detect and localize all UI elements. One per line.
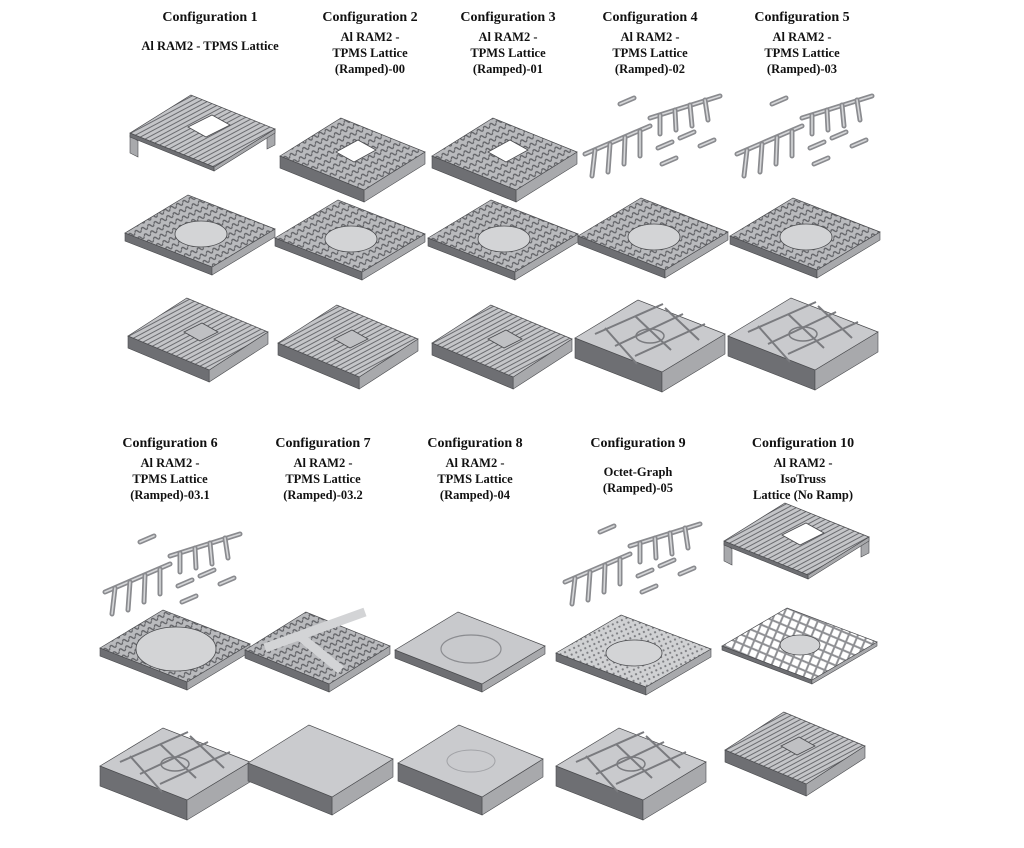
branch-struts-illustration <box>582 93 723 179</box>
isotruss-lattice-illustration <box>721 607 878 685</box>
lattice-disc-illustration <box>577 197 729 279</box>
config-2-heading: Configuration 2 Al RAM2 - TPMS Lattice (… <box>300 10 440 77</box>
config-3-assembly-lattice-window <box>431 304 592 401</box>
lattice-disc-illustration <box>124 194 276 276</box>
config-3-heading: Configuration 3 Al RAM2 - TPMS Lattice (… <box>438 10 578 77</box>
solid-block-illustration <box>247 724 394 816</box>
lattice-disc-illustration <box>427 199 579 281</box>
assembly-ribbed-illustration <box>99 727 251 821</box>
config-7-heading: Configuration 7 Al RAM2 - TPMS Lattice (… <box>253 436 393 503</box>
lattice-perforated-illustration <box>431 117 578 203</box>
config-9-branch-struts <box>560 518 720 614</box>
config-9-assembly-ribbed <box>555 727 716 824</box>
config-5-lattice-disc <box>729 197 890 294</box>
config-subtitle: Al RAM2 - TPMS Lattice (Ramped)-03 <box>764 30 840 76</box>
assembly-lattice-window-illustration <box>431 304 573 390</box>
assembly-ribbed-illustration <box>555 727 707 821</box>
config-8-solid-block-disc <box>397 724 558 821</box>
config-9-octet-plate-disc <box>555 614 716 711</box>
config-10-heading: Configuration 10 Al RAM2 - IsoTruss Latt… <box>733 436 873 503</box>
config-2-lattice-perforated <box>279 117 440 214</box>
assembly-lattice-window-illustration <box>277 304 419 390</box>
config-title: Configuration 2 <box>322 10 418 25</box>
config-title: Configuration 6 <box>122 436 218 451</box>
config-4-branch-struts <box>580 90 740 186</box>
config-5-heading: Configuration 5 Al RAM2 - TPMS Lattice (… <box>732 10 872 77</box>
assembly-ribbed-illustration <box>727 297 879 391</box>
config-subtitle: Al RAM2 - TPMS Lattice (Ramped)-03.1 <box>130 456 210 502</box>
lattice-perforated-illustration <box>279 117 426 203</box>
config-10-assembly-lattice-window <box>724 711 885 808</box>
config-4-lattice-disc <box>577 197 738 294</box>
config-6-assembly-ribbed <box>99 727 260 824</box>
config-title: Configuration 3 <box>460 10 556 25</box>
config-subtitle: Octet-Graph (Ramped)-05 <box>602 465 674 495</box>
lattice-cross-illustration <box>244 607 391 693</box>
lattice-disc-illustration <box>729 197 881 279</box>
config-8-solid-plate-disc <box>394 611 555 708</box>
branch-struts-illustration <box>102 531 243 617</box>
config-4-heading: Configuration 4 Al RAM2 - TPMS Lattice (… <box>580 10 720 77</box>
config-subtitle: Al RAM2 - TPMS Lattice (Ramped)-02 <box>612 30 688 76</box>
config-title: Configuration 1 <box>162 10 258 25</box>
config-7-solid-block <box>247 724 408 821</box>
config-title: Configuration 7 <box>275 436 371 451</box>
config-6-lattice-disc-large <box>99 609 260 706</box>
config-title: Configuration 9 <box>590 436 686 451</box>
assembly-lattice-window-illustration <box>724 711 866 797</box>
config-1-assembly-lattice-window <box>127 297 288 394</box>
config-5-assembly-ribbed <box>727 297 888 394</box>
branch-struts-illustration <box>562 521 703 607</box>
config-3-lattice-disc <box>427 199 588 296</box>
config-9-heading: Configuration 9 Octet-Graph (Ramped)-05 <box>568 436 708 496</box>
config-1-lattice-disc <box>124 194 285 291</box>
skin-perforated-illustration <box>129 94 276 172</box>
config-2-assembly-lattice-window <box>277 304 438 401</box>
octet-plate-disc-illustration <box>555 614 712 696</box>
config-10-isotruss-lattice <box>721 607 882 704</box>
assembly-lattice-window-illustration <box>127 297 269 383</box>
config-8-heading: Configuration 8 Al RAM2 - TPMS Lattice (… <box>405 436 545 503</box>
config-subtitle: Al RAM2 - IsoTruss Lattice (No Ramp) <box>753 456 853 502</box>
config-2-lattice-disc <box>274 199 435 296</box>
lattice-disc-large-illustration <box>99 609 251 691</box>
config-7-lattice-cross <box>244 607 405 708</box>
config-10-skin-perforated <box>723 502 884 599</box>
config-subtitle: Al RAM2 - TPMS Lattice (Ramped)-01 <box>470 30 546 76</box>
lattice-disc-illustration <box>274 199 426 281</box>
config-6-heading: Configuration 6 Al RAM2 - TPMS Lattice (… <box>100 436 240 503</box>
config-subtitle: Al RAM2 - TPMS Lattice (Ramped)-04 <box>437 456 513 502</box>
solid-block-disc-illustration <box>397 724 544 816</box>
config-subtitle: Al RAM2 - TPMS Lattice <box>141 39 279 53</box>
config-subtitle: Al RAM2 - TPMS Lattice (Ramped)-03.2 <box>283 456 363 502</box>
config-title: Configuration 10 <box>751 436 855 451</box>
solid-plate-disc-illustration <box>394 611 546 693</box>
assembly-ribbed-illustration <box>574 299 726 393</box>
config-6-branch-struts <box>100 528 260 624</box>
config-subtitle: Al RAM2 - TPMS Lattice (Ramped)-00 <box>332 30 408 76</box>
config-3-lattice-perforated <box>431 117 592 214</box>
branch-struts-illustration <box>734 93 875 179</box>
config-title: Configuration 8 <box>427 436 523 451</box>
config-title: Configuration 4 <box>602 10 698 25</box>
config-title: Configuration 5 <box>754 10 850 25</box>
config-1-skin-perforated <box>129 94 290 191</box>
skin-perforated-illustration <box>723 502 870 580</box>
config-1-heading: Configuration 1 Al RAM2 - TPMS Lattice <box>130 10 290 54</box>
config-5-branch-struts <box>732 90 892 186</box>
config-4-assembly-ribbed <box>574 299 735 396</box>
